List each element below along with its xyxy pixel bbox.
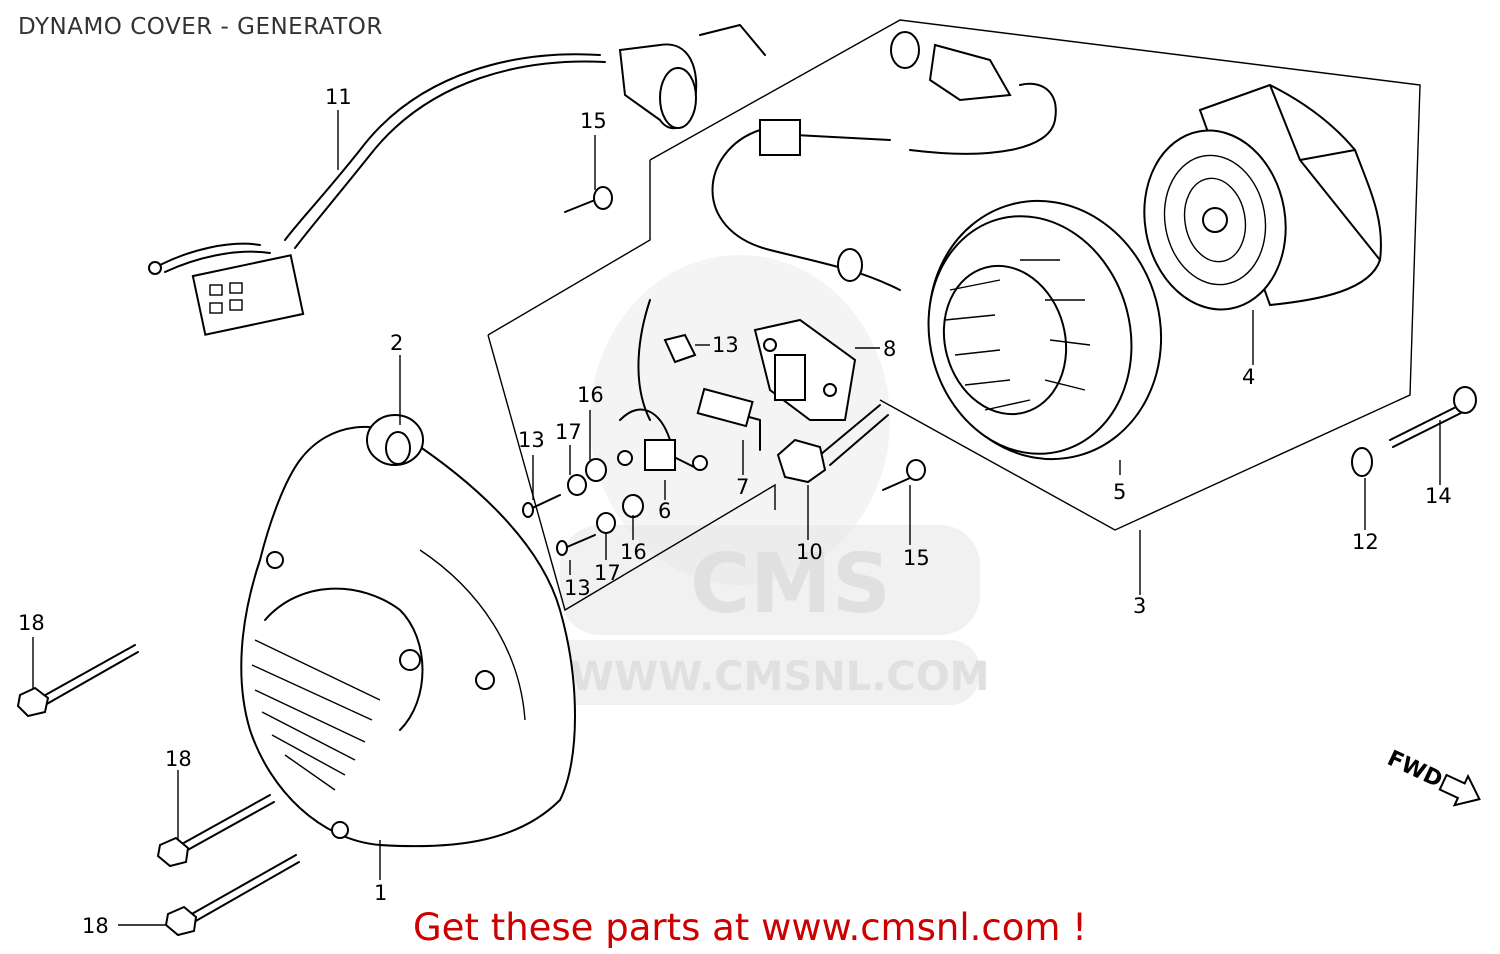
pulser-assembly: [617, 318, 857, 471]
bolt-14: [1389, 386, 1477, 448]
callout-2: 2: [390, 331, 403, 355]
assembly-outline: [487, 19, 1421, 612]
wire-harness: [148, 24, 766, 336]
callout-18-c: 18: [82, 914, 109, 938]
callout-14: 14: [1425, 484, 1452, 508]
watermark-url: WWW.CMSNL.COM: [570, 654, 990, 700]
callout-18-b: 18: [165, 747, 192, 771]
fwd-arrow-icon: [1438, 773, 1481, 807]
callout-16-a: 16: [577, 383, 604, 407]
callout-17-a: 17: [555, 420, 582, 444]
dynamo-cover: [240, 414, 576, 848]
callout-8: 8: [883, 337, 896, 361]
page-title: DYNAMO COVER - GENERATOR: [18, 14, 383, 40]
callout-17-b: 17: [594, 561, 621, 585]
callout-5: 5: [1113, 480, 1126, 504]
stator-wiring: [637, 31, 1057, 421]
screw-13-a: [522, 494, 561, 518]
washer-17-a: [567, 474, 587, 496]
bolt-18-b: [156, 794, 275, 868]
bolt-10: [776, 404, 889, 484]
bolt-18-c: [164, 854, 300, 937]
callout-10: 10: [796, 540, 823, 564]
callout-15-top: 15: [580, 109, 607, 133]
callout-labels: 11 15 2 4 5 3 8 13 16 17 13 6 7 10 15 12…: [18, 85, 1452, 938]
callout-11: 12: [1352, 530, 1379, 554]
callout-13-a: 13: [518, 428, 545, 452]
washer-16-a: [585, 458, 607, 482]
watermark-brand: CMS: [690, 537, 891, 632]
callout-18-a: 18: [18, 611, 45, 635]
callout-12: 13: [712, 333, 739, 357]
cms-watermark: CMS WWW.CMSNL.COM: [540, 255, 990, 705]
callout-1: 1: [374, 881, 387, 905]
callout-7: 7: [736, 475, 749, 499]
callout-16-b: 16: [620, 540, 647, 564]
forward-direction-marker: FWD: [1383, 746, 1481, 807]
leader-lines: [32, 110, 1441, 926]
callout-9: 11: [325, 85, 352, 109]
callout-3: 3: [1133, 594, 1146, 618]
footer-link[interactable]: Get these parts at www.cmsnl.com !: [412, 906, 1087, 949]
washer-17-b: [596, 512, 616, 534]
callout-13-b: 13: [564, 576, 591, 600]
screw-15-right: [882, 459, 926, 491]
rotor-flywheel: [1143, 83, 1382, 311]
washer-16-b: [622, 494, 644, 518]
stator: [927, 199, 1163, 461]
bolt-18-a: [16, 644, 139, 718]
callout-15-right: 15: [903, 546, 930, 570]
screw-15-top: [564, 186, 613, 213]
screw-13-b: [556, 534, 596, 556]
callout-4: 4: [1242, 365, 1255, 389]
fwd-label: FWD: [1383, 746, 1446, 793]
callout-6: 6: [658, 499, 671, 523]
washer-11: [1351, 447, 1373, 477]
